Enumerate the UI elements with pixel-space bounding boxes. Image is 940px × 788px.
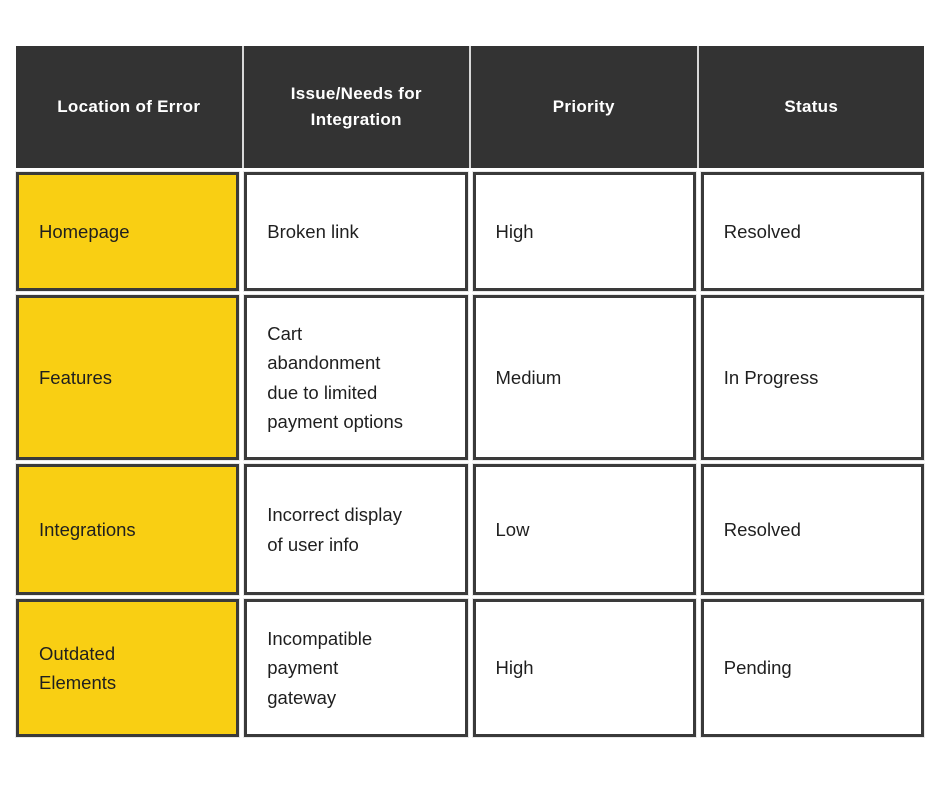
row4-priority-cell: High [472,599,696,737]
row2-priority-cell: Medium [472,295,696,460]
row3-location-cell: Integrations [16,464,240,595]
error-tracking-table: Location of Error Issue/Needs for Integr… [16,46,924,737]
row2-issue-cell: Cart abandonment due to limited payment … [244,295,468,460]
header-cell-issue-needs-for-integration: Issue/Needs for Integration [241,46,470,168]
row4-status-cell: Pending [700,599,924,737]
header-cell-status: Status [696,46,925,168]
row4-issue-cell: Incompatible payment gateway [244,599,468,737]
row4-location-cell: Outdated Elements [16,599,240,737]
row1-issue-cell: Broken link [244,172,468,291]
header-cell-location-of-error: Location of Error [57,96,201,116]
row1-status-cell: Resolved [700,172,924,291]
table-body: Homepage Broken link High Resolved Featu… [16,172,924,737]
table-header-row: Location of Error Issue/Needs for Integr… [16,46,924,168]
header-cell-priority: Priority [469,46,697,168]
row2-status-cell: In Progress [700,295,924,460]
row3-issue-cell: Incorrect display of user info [244,464,468,595]
row3-status-cell: Resolved [700,464,924,595]
row2-location-cell: Features [16,295,240,460]
row3-priority-cell: Low [472,464,696,595]
row1-location-cell: Homepage [16,172,240,291]
row1-priority-cell: High [472,172,696,291]
